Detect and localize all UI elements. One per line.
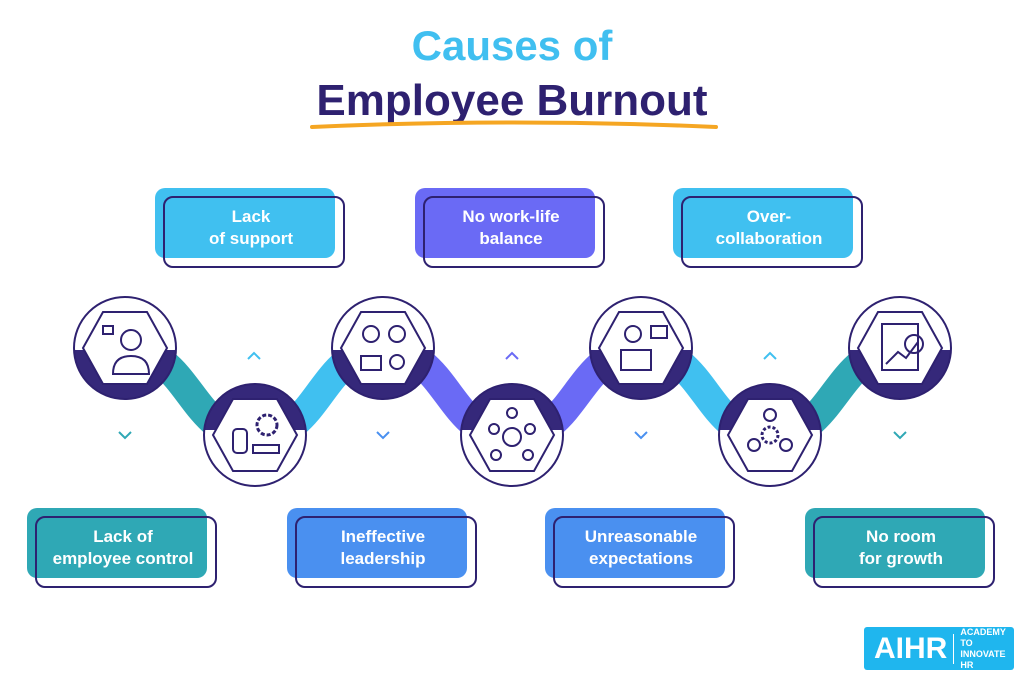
title-underline (310, 120, 718, 129)
cause-label: Lack of support (208, 207, 294, 248)
chevron-down-icon (376, 431, 390, 440)
cause-label: No room for growth (858, 527, 944, 568)
chevron-down-icon (893, 431, 907, 440)
group-meeting-icon (726, 398, 814, 472)
cause-box-lack-of-support: Lack of support (155, 188, 345, 268)
logo-tagline: ACADEMY TO INNOVATE HR (960, 626, 1006, 670)
cause-circle-no-room-for-growth (848, 296, 952, 400)
juggling-tasks-icon (468, 398, 556, 472)
leader-team-icon (339, 311, 427, 385)
chevron-up-icon (505, 351, 519, 360)
cause-circle-ineffective-leadership (331, 296, 435, 400)
logo-mark: AIHR (864, 633, 955, 664)
cause-box-ineffective-leadership: Ineffective leadership (287, 508, 477, 588)
chevron-up-icon (763, 351, 777, 360)
cause-circle-no-work-life-balance (460, 383, 564, 487)
aihr-logo: AIHR ACADEMY TO INNOVATE HR (864, 627, 1014, 670)
cause-label: Unreasonable expectations (584, 527, 698, 568)
presentation-icon (597, 311, 685, 385)
cause-box-no-work-life-balance: No work-life balance (415, 188, 605, 268)
cause-circle-lack-of-employee-control (203, 383, 307, 487)
cause-circle-lack-of-support (73, 296, 177, 400)
cause-circle-over-collaboration (718, 383, 822, 487)
cause-label: Over- collaboration (715, 207, 823, 248)
title-line-1: Causes of (411, 22, 613, 69)
cause-box-no-room-for-growth: No room for growth (805, 508, 995, 588)
chevron-down-icon (634, 431, 648, 440)
chevron-up-icon (247, 351, 261, 360)
support-agent-icon (81, 311, 169, 385)
cause-label: Lack of employee control (52, 527, 194, 568)
raised-hand-gear-icon (211, 398, 299, 472)
cause-label: Ineffective leadership (340, 527, 426, 568)
cause-label: No work-life balance (462, 207, 560, 248)
cause-box-unreasonable-expectations: Unreasonable expectations (545, 508, 735, 588)
chevron-down-icon (118, 431, 132, 440)
title-line-2: Employee Burnout (316, 76, 708, 125)
cause-box-lack-of-employee-control: Lack of employee control (27, 508, 217, 588)
cause-circle-unreasonable-expectations (589, 296, 693, 400)
cause-box-over-collaboration: Over- collaboration (673, 188, 863, 268)
growth-chart-icon (856, 311, 944, 385)
